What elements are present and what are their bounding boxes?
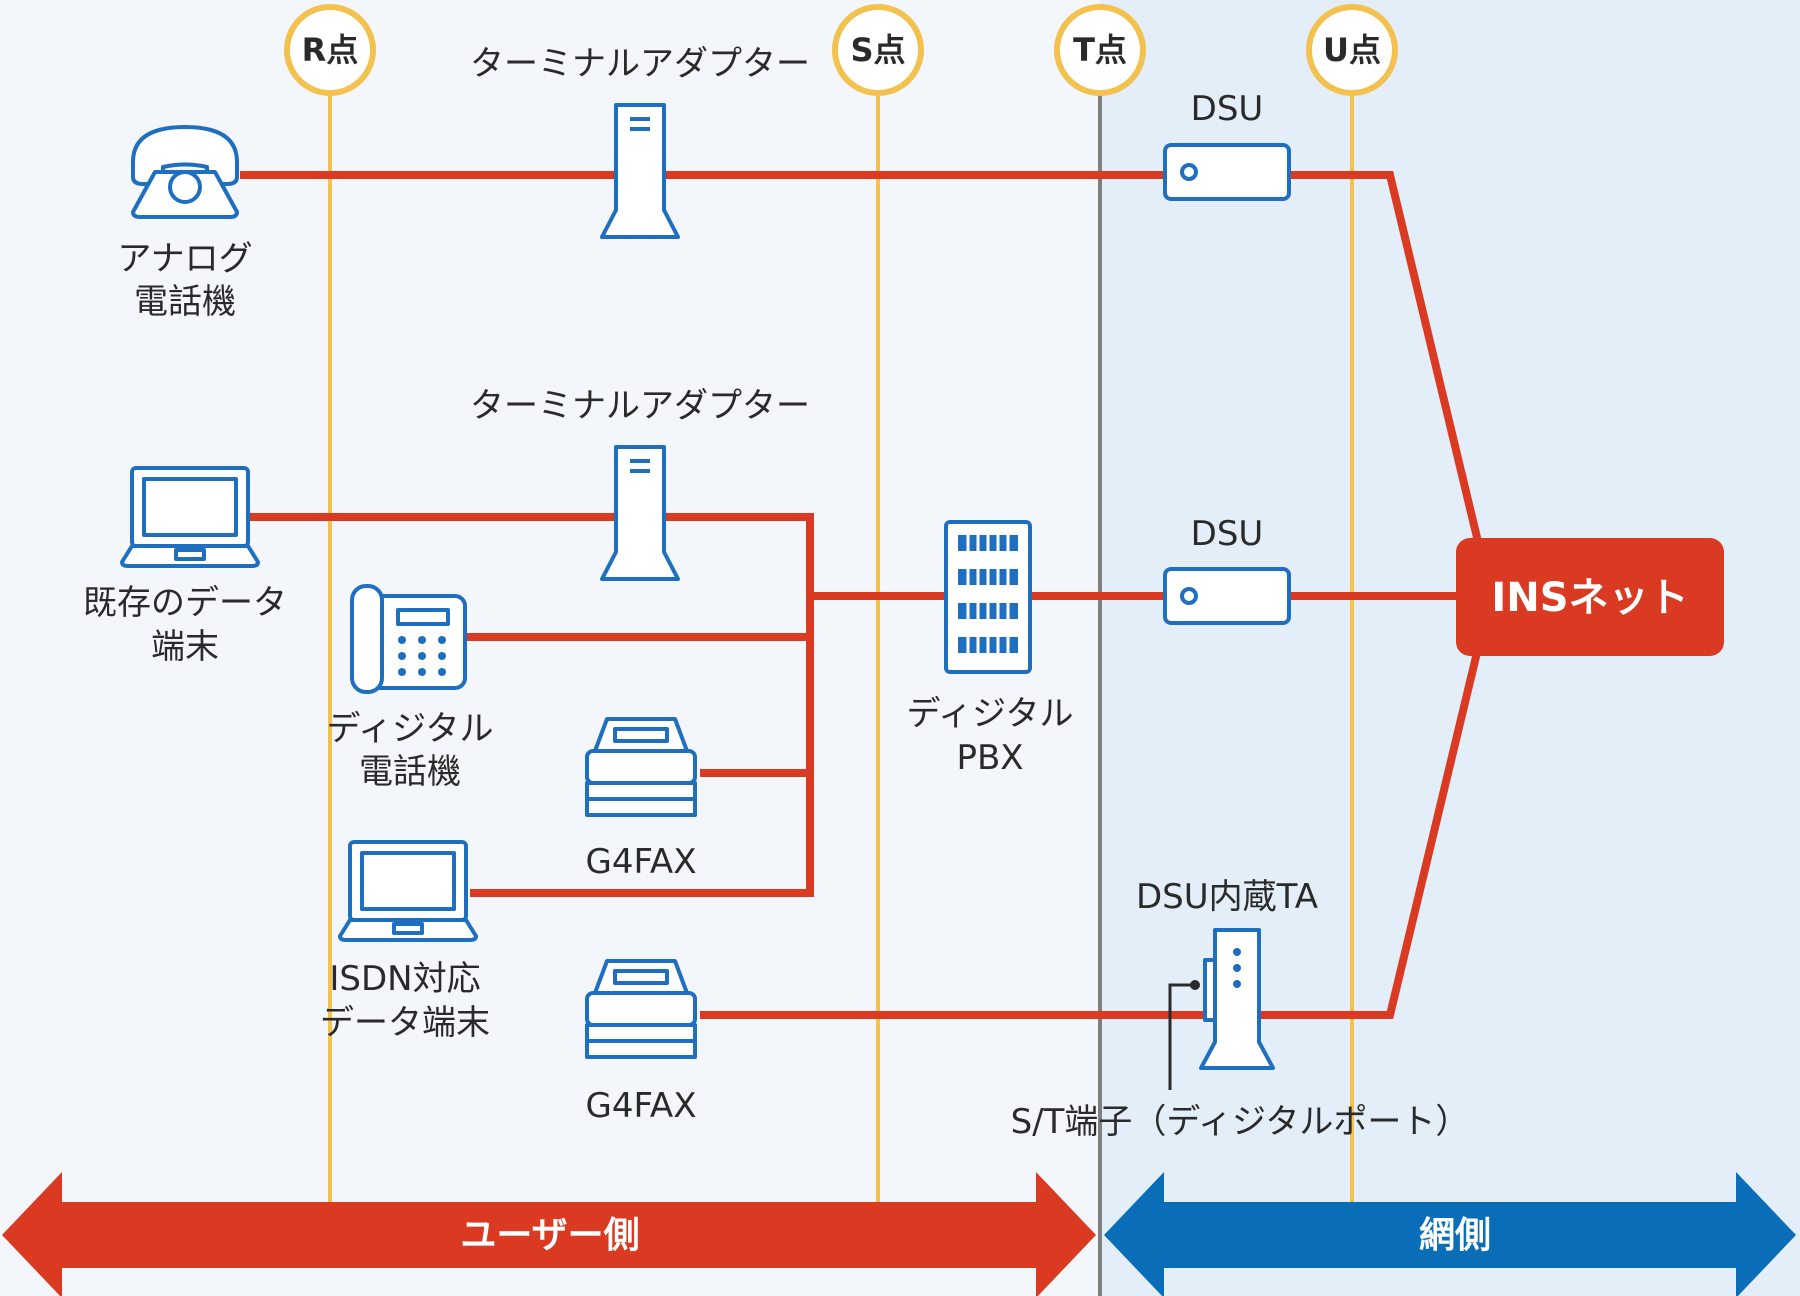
g4fax-1-label: G4FAX	[586, 842, 697, 882]
u-point-label: U点	[1323, 31, 1381, 69]
t-point-label: T点	[1073, 31, 1127, 69]
t-point-marker: T点	[1054, 4, 1146, 96]
r-point-label: R点	[302, 31, 359, 69]
isdn-terminal-label-2: データ端末	[320, 1003, 490, 1043]
s-point-marker: S点	[832, 4, 924, 96]
fax-icon-1	[585, 717, 697, 817]
dsu-top-label: DSU	[1191, 89, 1264, 129]
network-side-arrow: 網側	[1104, 1172, 1796, 1296]
dsu-ta-label: DSU内蔵TA	[1136, 877, 1318, 917]
pbx-label-1: ディジタル	[907, 694, 1074, 734]
laptop-icon-legacy	[120, 466, 260, 568]
u-point-marker: U点	[1306, 4, 1398, 96]
digital-phone-icon	[350, 584, 467, 694]
network-side-label: 網側	[1419, 1215, 1491, 1256]
dsu-mid-label: DSU	[1191, 514, 1264, 554]
line-legacy-terminal	[250, 513, 814, 897]
ta-mid-label: ターミナルアダプター	[470, 386, 810, 426]
terminal-adapter-icon-top	[600, 103, 680, 239]
st-port-label: S/T端子（ディジタルポート）	[1011, 1102, 1470, 1142]
ins-net-label: INSネット	[1491, 575, 1688, 621]
ta-top-label: ターミナルアダプター	[470, 44, 810, 84]
r-point-marker: R点	[284, 4, 376, 96]
isdn-terminal-label-1: ISDN対応	[329, 959, 480, 999]
dsu-icon-mid	[1163, 567, 1291, 625]
legacy-terminal-label-2: 端末	[151, 627, 219, 667]
analog-phone-label-1: アナログ	[117, 239, 252, 279]
pbx-label-2: PBX	[956, 738, 1023, 778]
user-side-arrow: ユーザー側	[2, 1172, 1096, 1296]
user-side-label: ユーザー側	[460, 1215, 639, 1256]
analog-phone-label-2: 電話機	[134, 282, 236, 322]
digital-phone-label-1: ディジタル	[327, 709, 494, 749]
fax-icon-2	[585, 959, 697, 1059]
line-g4fax-2-to-net	[700, 639, 1484, 1019]
g4fax-2-label: G4FAX	[586, 1086, 697, 1126]
phone-icon	[131, 125, 239, 219]
laptop-icon-isdn	[338, 840, 478, 942]
st-port-leader	[1168, 983, 1195, 1090]
dsu-ta-icon	[1199, 928, 1275, 1070]
dsu-icon-top	[1163, 143, 1291, 201]
s-point-label: S点	[850, 31, 905, 69]
digital-phone-label-2: 電話機	[359, 752, 461, 792]
ins-net-box: INSネット	[1456, 538, 1724, 656]
st-port-dot	[1190, 980, 1200, 990]
pbx-icon	[944, 520, 1032, 674]
terminal-adapter-icon-mid	[600, 445, 680, 581]
legacy-terminal-label-1: 既存のデータ	[83, 583, 287, 623]
